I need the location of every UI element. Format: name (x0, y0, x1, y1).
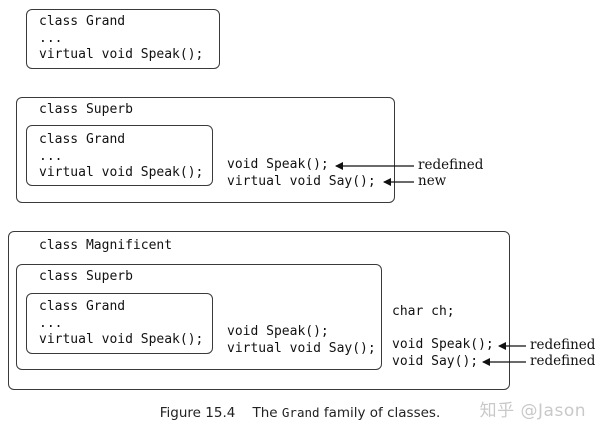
code-line: class Grand (39, 299, 126, 314)
caption-figure-number: Figure 15.4 (159, 405, 236, 421)
magnificent-inner-grand-box (26, 293, 213, 354)
code-line: virtual void Speak(); (39, 47, 204, 62)
annotation-redefined: redefined (418, 157, 484, 173)
magnificent-inner-grand-code: class Grand...virtual void Speak(); (39, 299, 203, 349)
grand-class-box (26, 9, 220, 69)
code-line: ... (39, 315, 63, 331)
annotation-redefined: redefined (530, 353, 596, 369)
figure-caption: Figure 15.4 The Grand family of classes. (0, 405, 600, 421)
caption-text-pre: The (252, 405, 278, 421)
superb-members: void Speak();virtual void Say(); (227, 157, 376, 190)
superb-class-title: class Superb (39, 102, 133, 117)
annotation-redefined: redefined (530, 337, 596, 353)
magnificent-class-title: class Magnificent (39, 238, 173, 253)
code-line: virtual void Speak(); (39, 332, 204, 347)
superb-inner-grand-code: class Grand...virtual void Speak(); (39, 132, 203, 182)
code-line: ... (39, 148, 63, 164)
magnificent-member-ch: char ch; (392, 304, 455, 319)
code-line: void Say(); (392, 353, 479, 369)
caption-text-post: family of classes. (323, 405, 441, 421)
superb-inner-grand-box (26, 125, 213, 186)
code-line: virtual void Speak(); (39, 165, 204, 180)
code-line: ... (39, 30, 63, 46)
code-line: void Speak(); (227, 157, 329, 172)
magnificent-members: void Speak();void Say(); (392, 337, 494, 370)
grand-class-code: class Grand...virtual void Speak(); (39, 14, 203, 64)
caption-code: Grand (281, 405, 320, 420)
magnificent-inner-superb-title: class Superb (39, 269, 133, 284)
code-line: virtual void Say(); (227, 173, 376, 189)
code-line: virtual void Say(); (227, 340, 376, 356)
magnificent-superb-members: void Speak();virtual void Say(); (227, 324, 376, 357)
code-line: class Grand (39, 132, 126, 147)
code-line: class Grand (39, 14, 126, 29)
watermark: 知乎 @Jason (479, 401, 586, 421)
annotation-new: new (418, 173, 447, 189)
code-line: void Speak(); (227, 324, 329, 339)
code-line: void Speak(); (392, 337, 494, 352)
